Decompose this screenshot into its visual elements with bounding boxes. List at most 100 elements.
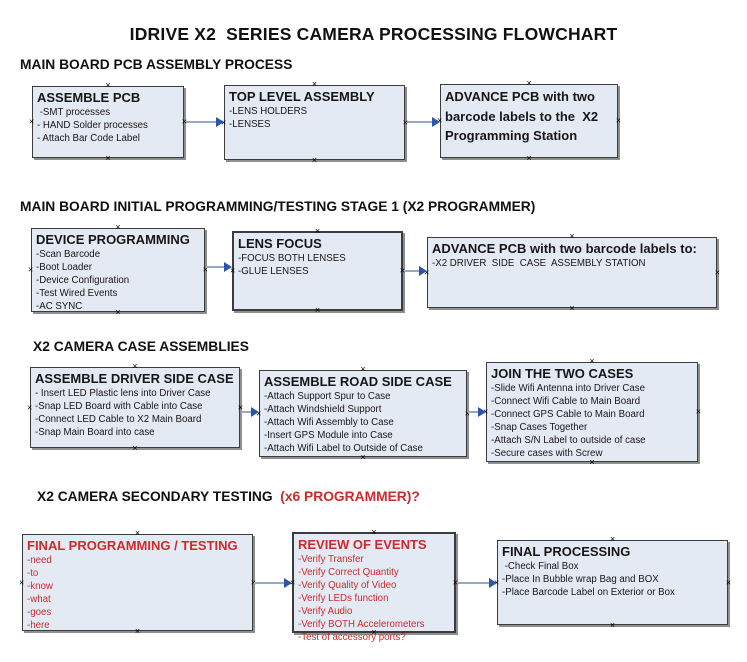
box-items: - Insert LED Plastic lens into Driver Ca… (35, 387, 237, 439)
section-header-red-text: (x6 PROGRAMMER)? (280, 489, 420, 504)
box-title: TOP LEVEL ASSEMBLY (229, 89, 375, 104)
box-item: -goes (27, 607, 52, 618)
box-item: -Connect Wifi Cable to Main Board (491, 396, 641, 407)
box-item: -GLUE LENSES (238, 266, 309, 277)
box-item: -SMT processes (37, 107, 111, 118)
flow-box-assemble-driver-side-case[interactable]: ASSEMBLE DRIVER SIDE CASE - Insert LED P… (27, 362, 243, 453)
box-item: -Device Configuration (36, 275, 130, 286)
box-item: -Verify LEDs function (298, 593, 389, 604)
box-item: -Insert GPS Module into Case (264, 430, 393, 441)
section-header-secondary-testing: X2 CAMERA SECONDARY TESTING (x6 PROGRAMM… (37, 489, 420, 504)
section-header-text: MAIN BOARD INITIAL PROGRAMMING/TESTING S… (20, 199, 536, 214)
flow-box-top-level-assembly[interactable]: TOP LEVEL ASSEMBLY -LENS HOLDERS-LENSES … (221, 80, 408, 165)
box-title: DEVICE PROGRAMMING (36, 232, 190, 247)
box-items: -X2 DRIVER SIDE CASE ASSEMBLY STATION (432, 257, 714, 270)
section-header-text: X2 CAMERA CASE ASSEMBLIES (33, 339, 249, 354)
box-item: -know (27, 581, 53, 592)
box-items: -SMT processes - HAND Solder processes - A… (37, 106, 181, 145)
flow-box-assemble-pcb[interactable]: ASSEMBLE PCB -SMT processes- HAND Solder… (29, 81, 187, 163)
box-title: ASSEMBLE DRIVER SIDE CASE (35, 371, 234, 386)
connection-point-icon: × (569, 303, 575, 313)
box-item: - HAND Solder processes (37, 120, 148, 131)
connector-arrow[interactable] (457, 578, 497, 588)
box-item: - Attach Bar Code Label (37, 133, 140, 144)
box-title: FINAL PROGRAMMING / TESTING (27, 538, 238, 553)
connector-arrow[interactable] (254, 578, 292, 588)
box-item: -Verify Audio (298, 606, 353, 617)
section-header-text: MAIN BOARD PCB ASSEMBLY PROCESS (20, 57, 293, 72)
box-item: -Attach Wifi Assembly to Case (264, 417, 394, 428)
section-header-initial-programming: MAIN BOARD INITIAL PROGRAMMING/TESTING S… (20, 199, 535, 214)
box-item: -Place Barcode Label on Exterior or Box (502, 587, 675, 598)
section-header-text: X2 CAMERA SECONDARY TESTING (37, 489, 281, 504)
connection-point-icon: × (29, 116, 35, 127)
box-item: -Verify Correct Quantity (298, 567, 399, 578)
box-items: -LENS HOLDERS-LENSES (229, 105, 402, 131)
box-title: FINAL PROCESSING (502, 544, 631, 559)
box-item: -Secure cases with Screw (491, 448, 603, 459)
box-item: -Attach Wifi Label to Outside of Case (264, 443, 423, 454)
box-item: -to (27, 568, 39, 579)
flow-box-lens-focus[interactable]: LENS FOCUS -FOCUS BOTH LENSES-GLUE LENSE… (230, 227, 405, 315)
box-item: -here (27, 620, 50, 631)
box-item: -Test Wired Events (36, 288, 118, 299)
connection-point-icon: × (132, 443, 138, 453)
box-item: -need (27, 555, 52, 566)
box-item: -Check Final Box (502, 561, 579, 572)
connection-point-icon: × (615, 115, 621, 126)
box-item: -what (27, 594, 51, 605)
box-item: -Place In Bubble wrap Bag and BOX (502, 574, 659, 585)
box-item: -AC SYNC (36, 301, 83, 312)
box-item: -Verify Quality of Video (298, 580, 397, 591)
box-item: -LENSES (229, 119, 271, 130)
flow-box-join-the-two-cases[interactable]: JOIN THE TWO CASES -Slide Wifi Antenna i… (483, 357, 701, 467)
box-item: -Snap Main Board into case (35, 427, 155, 438)
box-item: -Scan Barcode (36, 249, 101, 260)
section-header-case-assemblies: X2 CAMERA CASE ASSEMBLIES (33, 339, 249, 354)
box-items: -Verify Transfer -Verify Correct Quantity… (298, 553, 452, 644)
box-item: -X2 DRIVER SIDE CASE ASSEMBLY STATION (432, 258, 646, 269)
flow-box-advance-to-programming-station[interactable]: ADVANCE PCB with two barcode labels to t… (437, 79, 621, 163)
box-item: -Test of accessory ports? (298, 632, 406, 643)
flow-box-final-processing[interactable]: FINAL PROCESSING -Check Final Box -Place … (494, 535, 731, 630)
box-item: -Verify Transfer (298, 554, 364, 565)
box-title: JOIN THE TWO CASES (491, 366, 634, 381)
box-item: -Slide Wifi Antenna into Driver Case (491, 383, 645, 394)
page-title: IDRIVE X2 SERIES CAMERA PROCESSING FLOWC… (129, 24, 618, 44)
box-title: REVIEW OF EVENTS (298, 537, 427, 552)
box-items: -Scan Barcode-Boot Loader-Device Configu… (36, 248, 202, 313)
connection-point-icon: × (27, 402, 33, 412)
box-item: -FOCUS BOTH LENSES (238, 253, 346, 264)
connection-point-icon: × (105, 153, 111, 163)
connection-point-icon: × (28, 264, 34, 275)
box-item: -Attach S/N Label to outside of case (491, 435, 646, 446)
box-item: -Connect GPS Cable to Main Board (491, 409, 645, 420)
flow-box-device-programming[interactable]: DEVICE PROGRAMMING -Scan Barcode-Boot Lo… (28, 223, 208, 317)
box-item: - Insert LED Plastic lens into Driver Ca… (35, 388, 211, 399)
connector-arrow[interactable] (407, 117, 440, 127)
connection-point-icon: × (311, 155, 318, 165)
box-title: ADVANCE PCB with two barcode labels to: (432, 241, 697, 256)
connector-arrow[interactable] (206, 262, 232, 272)
box-item: -Verify BOTH Accelerometers (298, 619, 425, 630)
box-items: -Attach Support Spur to Case-Attach Wind… (264, 390, 464, 455)
connection-point-icon: × (714, 267, 720, 277)
connector-arrow[interactable] (468, 407, 486, 417)
connection-point-icon: × (526, 153, 532, 163)
connector-arrow[interactable] (241, 407, 259, 417)
connector-arrow[interactable] (404, 266, 427, 276)
box-title: ADVANCE PCB with two barcode labels to t… (445, 89, 602, 143)
connection-point-icon: × (19, 577, 25, 587)
box-item: -Snap Cases Together (491, 422, 588, 433)
flow-box-assemble-road-side-case[interactable]: ASSEMBLE ROAD SIDE CASE -Attach Support … (256, 365, 470, 462)
flow-box-final-programming-testing[interactable]: FINAL PROGRAMMING / TESTING -need -to -kno… (19, 529, 256, 636)
box-items: -Check Final Box -Place In Bubble wrap Ba… (502, 560, 725, 599)
connector-arrow[interactable] (186, 117, 224, 127)
box-title: ASSEMBLE ROAD SIDE CASE (264, 374, 452, 389)
flow-box-advance-to-driver-side-station[interactable]: ADVANCE PCB with two barcode labels to: … (424, 232, 720, 313)
connection-point-icon: × (725, 577, 731, 587)
box-items: -Slide Wifi Antenna into Driver Case -Con… (491, 382, 695, 460)
box-item: -Snap LED Board with Cable into Case (35, 401, 203, 412)
flow-box-review-of-events[interactable]: REVIEW OF EVENTS -Verify Transfer-Verify… (290, 528, 458, 644)
